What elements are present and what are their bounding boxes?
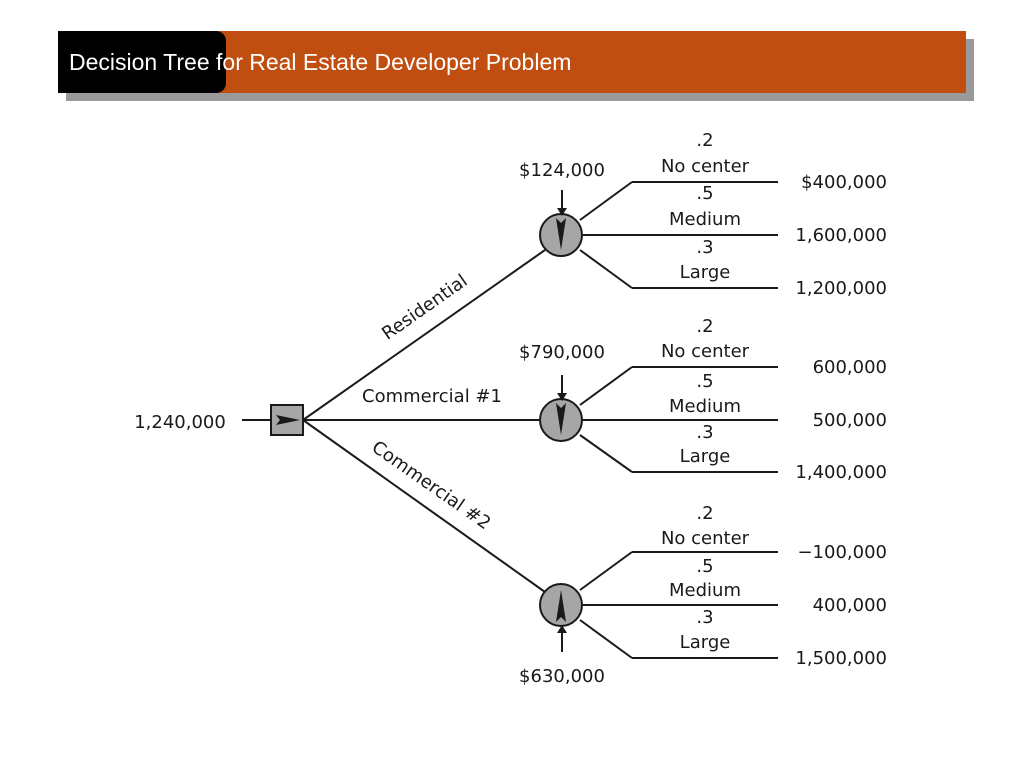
payoff-commercial-2-medium: 400,000 [813,595,887,616]
title-bar [58,31,966,93]
chance-node-commercial-2: $630,000 .2 No center .5 Medium .3 Large… [519,503,887,687]
branch-line-commercial-2 [302,419,546,593]
root-value: 1,240,000 [134,412,226,433]
chance-node-residential: $124,000 .2 No center .5 Medium .3 Large… [519,130,887,299]
payoff-commercial-2-no-center: −100,000 [797,542,887,563]
outcome-name-residential-no-center: No center [661,156,750,177]
outcome-name-commercial-2-medium: Medium [669,580,741,601]
branch-line-residential [302,249,546,421]
payoff-residential-no-center: $400,000 [801,172,887,193]
outcome-name-commercial-2-large: Large [680,632,731,653]
expected-value-commercial-2: $630,000 [519,666,605,687]
outcome-name-commercial-1-large: Large [680,446,731,467]
prob-residential-no-center: .2 [696,130,713,151]
prob-commercial-2-large: .3 [696,607,713,628]
outcome-name-commercial-2-no-center: No center [661,528,750,549]
ev-pointer-arrowhead-commercial-2 [557,625,567,633]
outcome-name-residential-large: Large [680,262,731,283]
prob-commercial-2-medium: .5 [696,556,713,577]
outcome-name-residential-medium: Medium [669,209,741,230]
outcome-line-commercial-1-no-center [579,366,633,406]
chance-node-arrow-icon-commercial-2 [556,590,566,622]
decision-node-arrow-icon [276,415,300,425]
branch-label-commercial-1: Commercial #1 [362,386,502,407]
prob-residential-medium: .5 [696,183,713,204]
payoff-commercial-1-medium: 500,000 [813,410,887,431]
outcome-line-commercial-2-large [579,619,633,659]
prob-commercial-1-no-center: .2 [696,316,713,337]
payoff-residential-medium: 1,600,000 [795,225,887,246]
title-bar-dark-segment [58,31,226,93]
slide-title: Decision Tree for Real Estate Developer … [69,49,572,75]
ev-pointer-arrowhead-commercial-1 [557,393,567,401]
chance-node-commercial-1: $790,000 .2 No center .5 Medium .3 Large… [519,316,887,483]
title-bar-orange-segment [216,31,966,93]
payoff-commercial-1-large: 1,400,000 [795,462,887,483]
payoff-residential-large: 1,200,000 [795,278,887,299]
outcome-line-commercial-2-no-center [579,551,633,591]
outcome-line-commercial-1-large [579,434,633,473]
prob-commercial-1-medium: .5 [696,371,713,392]
outcome-name-commercial-1-medium: Medium [669,396,741,417]
outcome-name-commercial-1-no-center: No center [661,341,750,362]
chance-node-arrow-icon-residential [556,218,566,250]
chance-node-arrow-icon-commercial-1 [556,403,566,435]
outcome-line-residential-large [579,249,633,289]
expected-value-residential: $124,000 [519,160,605,181]
prob-commercial-1-large: .3 [696,422,713,443]
payoff-commercial-2-large: 1,500,000 [795,648,887,669]
outcome-line-residential-no-center [579,181,633,221]
payoff-commercial-1-no-center: 600,000 [813,357,887,378]
prob-commercial-2-no-center: .2 [696,503,713,524]
expected-value-commercial-1: $790,000 [519,342,605,363]
prob-residential-large: .3 [696,237,713,258]
ev-pointer-arrowhead-residential [557,208,567,216]
branch-label-commercial-2: Commercial #2 [368,437,495,534]
